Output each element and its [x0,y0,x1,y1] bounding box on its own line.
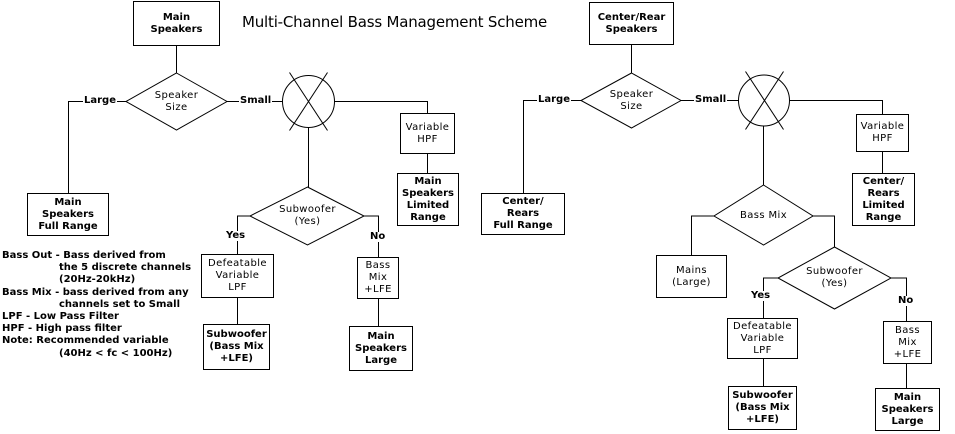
left-speaker-size-label: Speaker Size [154,89,199,113]
connector-line [691,215,714,255]
connector-line [334,101,428,113]
right-limited-range-box: Center/ Rears Limited Range [852,173,915,226]
left-bass-mix-box: Bass Mix +LFE [357,257,399,299]
right-source-box: Center/Rear Speakers [589,2,674,45]
left-subwoofer-out-box: Subwoofer (Bass Mix +LFE) [203,324,270,370]
right-small-label: Small [694,94,728,105]
connector-line [523,100,581,193]
right-speaker-size-label: Speaker Size [609,88,654,112]
left-mixer-cross [289,72,328,131]
legend-line: HPF - High pass filter [2,323,122,335]
legend: Bass Out - Bass derived from the 5 discr… [2,250,191,360]
right-full-range-box: Center/ Rears Full Range [481,193,565,235]
left-no-label: No [369,231,387,242]
legend-line: Bass Mix - bass derived from any [2,286,189,298]
right-subwoofer-diamond [776,246,893,310]
right-no-label: No [897,295,915,306]
right-bass-mix-box: Bass Mix +LFE [883,321,932,364]
legend-line: (40Hz < fc < 100Hz) [59,347,173,359]
right-subwoofer-out-box: Subwoofer (Bass Mix +LFE) [728,386,797,430]
connector-line [763,277,778,318]
left-small-label: Small [239,95,273,106]
connector-line [237,215,250,254]
left-speaker-size-diamond [124,72,229,131]
right-bass-mix-label: Bass Mix [739,209,788,221]
left-mains-out-box: Main Speakers Large [349,326,413,371]
legend-line: (20Hz-20kHz) [59,274,136,286]
connector-line [813,215,835,247]
left-subwoofer-diamond [248,186,366,246]
right-bass-mix-diamond [713,184,814,246]
diagram-title: Multi-Channel Bass Management Scheme [242,13,548,31]
left-yes-label: Yes [225,230,247,241]
left-full-range-box: Main Speakers Full Range [27,193,109,236]
right-subwoofer-label: Subwoofer (Yes) [806,266,863,289]
right-mains-large-box: Mains (Large) [656,255,727,298]
right-mains-out-box: Main Speakers Large [875,388,940,431]
right-mixer-cross [745,71,784,130]
right-speaker-size-diamond [579,72,683,129]
right-lpf-box: Defeatable Variable LPF [727,318,798,359]
left-limited-range-box: Main Speakers Limited Range [397,173,459,226]
left-large-label: Large [83,95,117,106]
left-source-box: Main Speakers [133,1,220,46]
legend-line: the 5 discrete channels [59,262,192,274]
right-large-label: Large [537,94,571,105]
legend-line: Bass Out - Bass derived from [2,250,166,261]
connector-line [364,215,379,257]
connector-line [68,101,126,193]
legend-line: channels set to Small [59,298,181,310]
right-yes-label: Yes [750,290,772,301]
connector-line [789,100,883,114]
right-variable-hpf-box: Variable HPF [856,114,909,152]
connector-line [891,277,907,321]
legend-line: LPF - Low Pass Filter [2,311,119,323]
left-subwoofer-label: Subwoofer (Yes) [279,204,336,227]
left-lpf-box: Defeatable Variable LPF [201,254,274,298]
legend-line: Note: Recommended variable [2,335,169,347]
left-variable-hpf-box: Variable HPF [400,113,455,154]
